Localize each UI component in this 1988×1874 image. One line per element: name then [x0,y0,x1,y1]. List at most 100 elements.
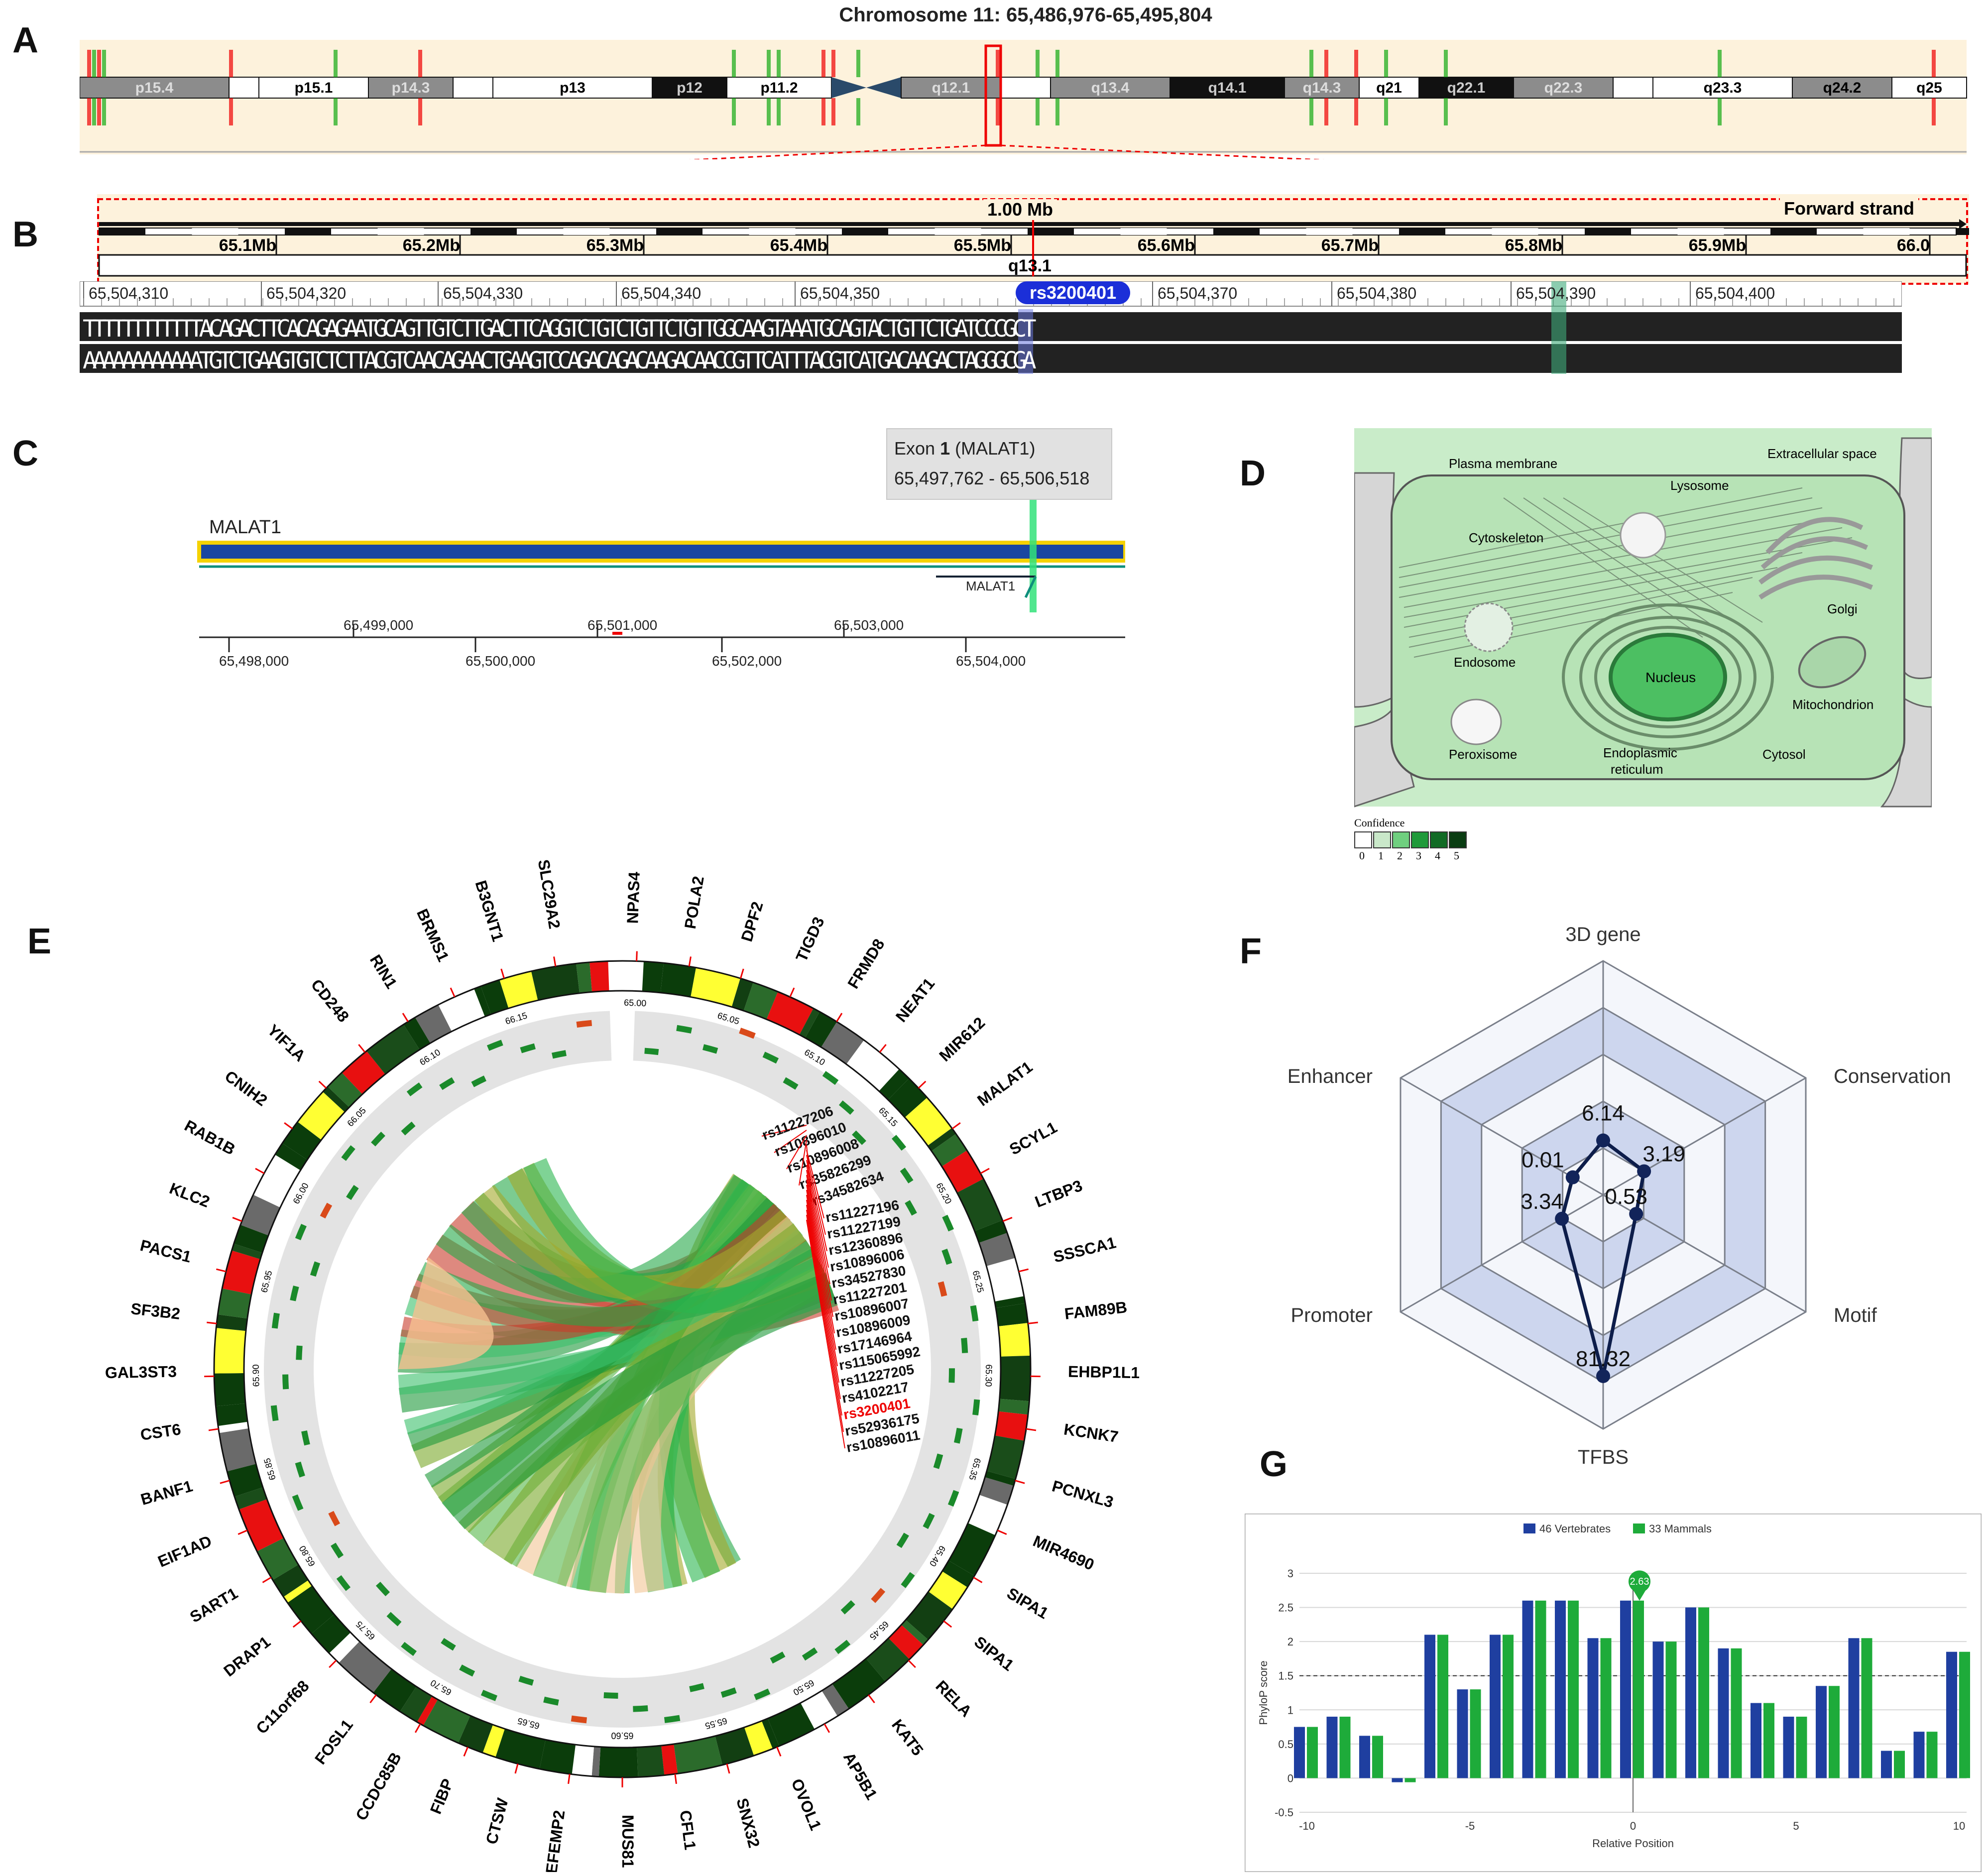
bar-46-vertebrates [1359,1736,1370,1778]
scale-segment [1306,228,1353,235]
axis-tick-label: 65,504,000 [956,653,1026,669]
band-label: q23.3 [1704,80,1742,96]
gene-label: DPF2 [737,900,766,944]
variant-mark [92,98,96,125]
track-mark [953,1427,963,1444]
gene-connector [318,1080,327,1089]
value-marker-label: 2.63 [1630,1576,1649,1587]
ideogram-segment [214,1373,246,1406]
gene-label: MALAT1 [209,517,282,538]
variant-mark [767,50,771,77]
snp-highlight-label[interactable]: rs3200401 [1016,281,1131,304]
peroxisome[interactable] [1450,699,1502,745]
band-17 [1613,77,1653,99]
snp-connector [806,1179,833,1317]
exon-tooltip: Exon 1 (MALAT1) 65,497,762 - 65,506,518 [886,428,1112,500]
ideogram-segment [400,1686,432,1722]
track-mark [271,1312,280,1329]
gene-label: RELA [932,1677,975,1720]
track-mark [754,1688,771,1700]
ideogram-segment [238,1499,284,1551]
track-mark [292,1494,304,1511]
ideogram-segment [589,961,609,992]
tick-label: 66.15 [504,1010,528,1026]
gene-connector [500,968,505,979]
malat1-gene-bar[interactable] [197,541,1125,563]
nucleus[interactable] [1609,633,1727,721]
radar-axis-label: Promoter [1291,1304,1373,1326]
region-highlight-box[interactable] [984,44,1002,147]
legend-label: 46 Vertebrates [1539,1523,1611,1535]
band-4 [453,77,493,99]
gene-connector [292,1620,302,1628]
variant-mark [97,50,101,77]
endosome[interactable] [1464,602,1514,652]
band-5 [492,77,653,99]
bar-46-vertebrates [1555,1600,1566,1778]
tooltip-range: 65,497,762 - 65,506,518 [894,468,1090,488]
track-mark [961,1338,968,1353]
bar-33-mammals [1731,1648,1742,1778]
bar-46-vertebrates [1652,1641,1664,1778]
band-label: p13 [560,80,585,96]
gene-label: SIPA1 [971,1633,1017,1674]
x-tick-label: 10 [1953,1820,1965,1832]
ideogram-segment [458,1715,493,1753]
gene-label: KCNK7 [1062,1420,1119,1446]
ideogram-segment [995,1411,1028,1441]
track-mark [270,1405,279,1421]
ideogram-segment [928,1571,968,1609]
lysosome[interactable] [1620,512,1666,559]
variant-mark [334,98,338,125]
tooltip-prefix: Exon [894,438,940,459]
gene-connector [232,1217,242,1222]
position-label: 65,504,380 [1337,284,1417,302]
ideogram-segment [216,1314,247,1331]
variant-mark [856,98,860,125]
ideogram-segment [598,1747,638,1777]
snp-connector [806,1214,844,1432]
variant-mark [102,98,106,125]
gene-label: EFEMP2 [542,1809,568,1872]
scale-segment [1863,228,1910,235]
mitochondrion[interactable] [1791,627,1873,698]
ideogram-segment [635,961,644,992]
exon-marker[interactable] [1030,493,1037,612]
snp-connector [806,1194,838,1367]
label-endosome: Endosome [1454,655,1516,670]
radar-value-label: 3.19 [1642,1142,1685,1167]
ideogram-segment [987,1435,1025,1479]
scale-segment [1399,228,1445,235]
ideogram-segment [866,1638,910,1682]
ideogram-segment [715,1727,754,1765]
gene-label: RIN1 [366,951,401,992]
ideogram-inner-border [243,990,1002,1749]
gene-connector [402,1013,409,1022]
snp-connector [806,1209,842,1416]
ideogram-segment [637,1745,665,1777]
scale-segment [656,228,702,235]
bar-33-mammals [1339,1717,1351,1778]
radar-value-label: 81.32 [1576,1347,1631,1371]
bar-33-mammals [1307,1727,1318,1778]
band-label: p14.3 [392,80,430,96]
legend-swatch [1354,831,1372,848]
y-tick-label: 3 [1287,1567,1293,1580]
gene-connector [688,956,692,967]
band-12 [1169,77,1285,99]
gene-label: FRMD8 [844,936,888,992]
axis-tick-label: 65,503,000 [834,617,904,633]
position-label: 65,504,400 [1695,284,1775,302]
legend-swatch [1430,831,1448,848]
y-tick-label: 2.5 [1278,1602,1293,1614]
scale-tick-label: 66.0 [1896,236,1930,255]
bar-33-mammals [1763,1703,1774,1778]
gene-label: PCNXL3 [1050,1477,1115,1511]
gene-connector [1018,1268,1029,1273]
panel-letter-e: E [27,922,52,961]
ideogram-segment [998,1323,1031,1357]
track-mark [296,1345,303,1360]
gene-connector [980,1168,990,1174]
bar-46-vertebrates [1848,1638,1860,1778]
track-mark [852,1130,866,1145]
